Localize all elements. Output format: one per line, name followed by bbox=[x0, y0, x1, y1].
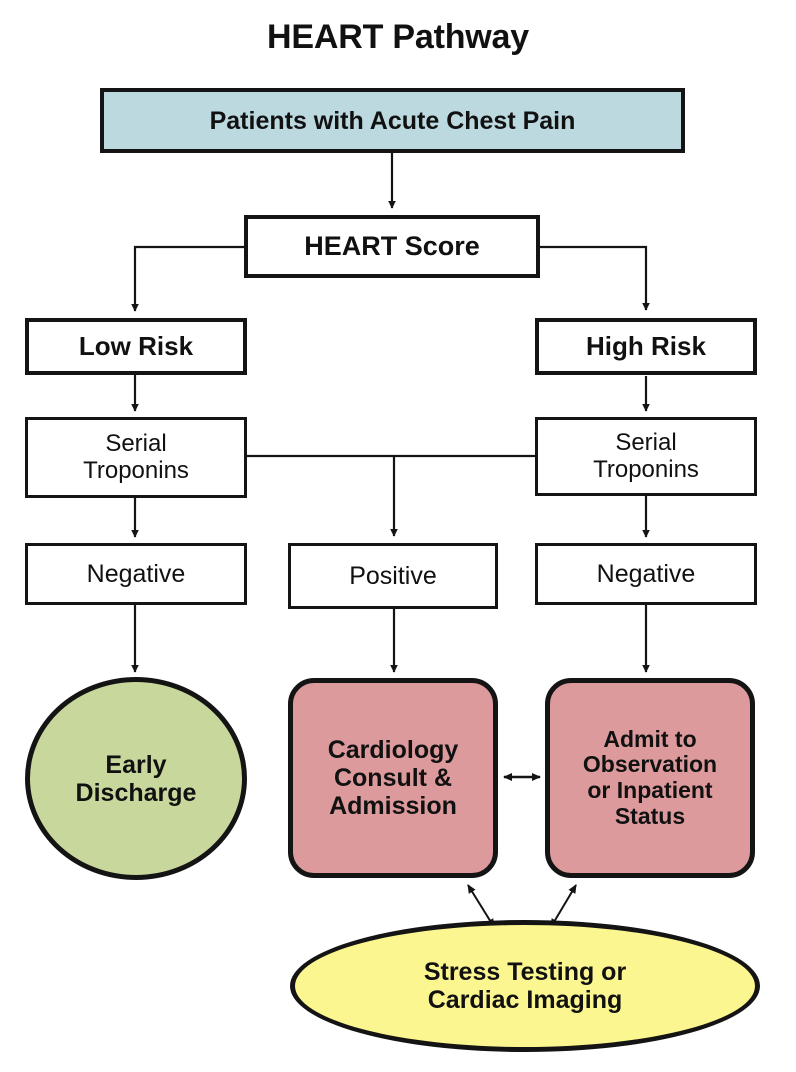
node-cardiology-line2: Consult & bbox=[333, 764, 453, 792]
node-serial-troponins-high-line1: Serial bbox=[615, 428, 677, 456]
node-low-risk[interactable]: Low Risk bbox=[25, 318, 247, 375]
node-cardiology-line3: Admission bbox=[329, 792, 457, 820]
node-admit-line3: or Inpatient bbox=[587, 777, 713, 803]
node-admit-observation[interactable]: Admit to Observation or Inpatient Status bbox=[545, 678, 755, 878]
node-stress-testing[interactable]: Stress Testing or Cardiac Imaging bbox=[290, 920, 760, 1052]
node-early-discharge[interactable]: Early Discharge bbox=[25, 677, 247, 880]
edge-score-to-highrisk bbox=[540, 245, 650, 311]
node-imaging-line1: Stress Testing or bbox=[423, 958, 627, 986]
node-negative-low-label: Negative bbox=[86, 560, 186, 588]
node-serial-troponins-low-line2: Troponins bbox=[83, 456, 189, 484]
node-admit-line2: Observation bbox=[582, 751, 718, 778]
node-admit-line1: Admit to bbox=[603, 725, 697, 752]
node-serial-troponins-high[interactable]: Serial Troponins bbox=[535, 417, 757, 496]
node-high-risk-label: High Risk bbox=[586, 330, 706, 361]
node-admit-line4: Status bbox=[614, 802, 686, 829]
node-serial-troponins-low-line1: Serial bbox=[105, 429, 167, 457]
node-cardiology-consult[interactable]: Cardiology Consult & Admission bbox=[288, 678, 498, 878]
node-serial-troponins-low[interactable]: Serial Troponins bbox=[25, 417, 247, 498]
node-cardiology-line1: Cardiology bbox=[327, 736, 459, 764]
node-heart-score-label: HEART Score bbox=[304, 231, 480, 262]
node-low-risk-label: Low Risk bbox=[78, 330, 194, 361]
node-serial-troponins-high-line2: Troponins bbox=[593, 455, 699, 483]
node-imaging-line2: Cardiac Imaging bbox=[427, 986, 623, 1014]
node-start-label: Patients with Acute Chest Pain bbox=[209, 106, 576, 135]
node-positive-label: Positive bbox=[349, 562, 437, 590]
node-negative-low[interactable]: Negative bbox=[25, 543, 247, 605]
node-negative-high-label: Negative bbox=[596, 560, 696, 588]
node-start[interactable]: Patients with Acute Chest Pain bbox=[100, 88, 685, 153]
node-early-discharge-line2: Discharge bbox=[75, 778, 197, 807]
node-high-risk[interactable]: High Risk bbox=[535, 318, 757, 375]
node-positive[interactable]: Positive bbox=[288, 543, 498, 609]
page-title: HEART Pathway bbox=[267, 18, 529, 56]
node-negative-high[interactable]: Negative bbox=[535, 543, 757, 605]
edge-score-to-lowrisk bbox=[131, 245, 244, 312]
node-heart-score[interactable]: HEART Score bbox=[244, 215, 540, 278]
node-early-discharge-line1: Early bbox=[105, 750, 167, 779]
